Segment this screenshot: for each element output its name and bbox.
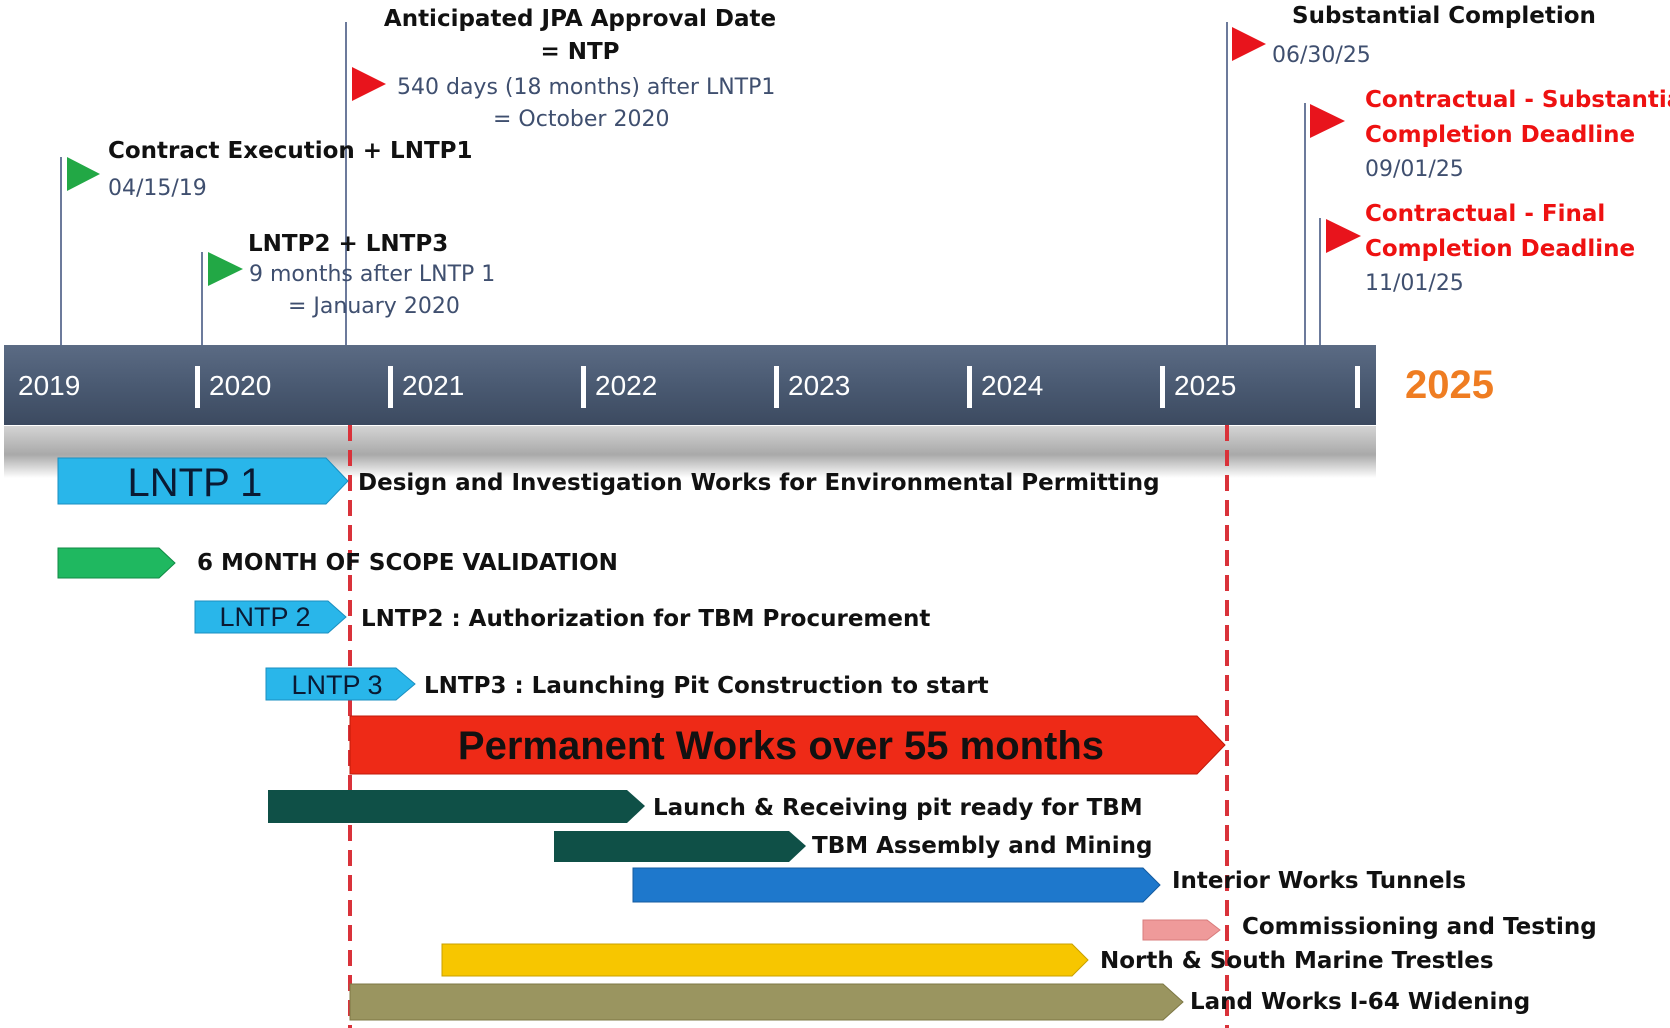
milestone-title: Contractual - Substantial: [1365, 87, 1670, 113]
year-label: 2022: [595, 370, 657, 401]
substantial-flag-icon: [1232, 27, 1266, 61]
milestone-title: Completion Deadline: [1365, 122, 1635, 148]
bar-shape: [349, 983, 1184, 1021]
bar-lntp3: LNTP 3 LNTP3 : Launching Pit Constructio…: [265, 667, 989, 701]
bar-shape: [57, 457, 349, 505]
year-tick: [581, 366, 586, 408]
bar-label: Design and Investigation Works for Envir…: [358, 470, 1160, 496]
bar-tag: LNTP 2: [219, 602, 310, 632]
milestone-subtitle: 540 days (18 months) after LNTP1: [397, 75, 775, 100]
bar-trestles: North & South Marine Trestles: [441, 943, 1494, 977]
bar-interior: Interior Works Tunnels: [632, 867, 1466, 903]
year-axis: 2019 2020 2021 2022 2023 2024 2025 2025: [4, 345, 1494, 478]
bar-shape: [1142, 919, 1221, 941]
bar-shape: [632, 867, 1161, 903]
bar-commissioning: Commissioning and Testing: [1142, 914, 1597, 941]
bar-label: LNTP3 : Launching Pit Construction to st…: [424, 673, 989, 699]
bar-label: LNTP2 : Authorization for TBM Procuremen…: [361, 606, 930, 632]
milestone-flags: [67, 27, 1361, 286]
year-tick: [774, 366, 779, 408]
year-tick: [967, 366, 972, 408]
axis-end-label: 2025: [1405, 363, 1494, 407]
year-tick: [388, 366, 393, 408]
bar-shape: [349, 715, 1226, 775]
milestone-subtitle: 9 months after LNTP 1: [249, 262, 495, 287]
contract-flag-icon: [67, 157, 100, 191]
milestone-title: Substantial Completion: [1292, 3, 1596, 29]
milestone-substantial: Substantial Completion 06/30/25: [1272, 3, 1596, 68]
contract-final-flag-icon: [1326, 219, 1361, 253]
contract-substantial-flag-icon: [1310, 104, 1345, 138]
bar-label: TBM Assembly and Mining: [812, 833, 1152, 859]
bar-land: Land Works I-64 Widening: [349, 983, 1530, 1021]
milestone-contract-final: Contractual - Final Completion Deadline …: [1365, 201, 1635, 296]
ntp-flag-icon: [352, 67, 386, 101]
milestone-contract-substantial: Contractual - Substantial Completion Dea…: [1365, 87, 1670, 182]
milestone-subtitle: 04/15/19: [108, 176, 207, 201]
bar-lntp1: LNTP 1 Design and Investigation Works fo…: [57, 457, 1160, 505]
bar-shape: [57, 547, 176, 579]
bar-launch-pit: Launch & Receiving pit ready for TBM: [268, 790, 1143, 823]
milestone-title: Contract Execution + LNTP1: [108, 138, 473, 164]
activity-bars: LNTP 1 Design and Investigation Works fo…: [57, 457, 1597, 1021]
bar-shape: [265, 667, 416, 701]
bar-label: Launch & Receiving pit ready for TBM: [653, 795, 1143, 821]
milestone-subtitle: 06/30/25: [1272, 43, 1371, 68]
milestone-subtitle: = January 2020: [288, 294, 460, 319]
bar-shape: [268, 790, 645, 823]
lntp23-flag-icon: [208, 252, 243, 286]
bar-label: Commissioning and Testing: [1242, 914, 1597, 940]
milestone-subtitle: 11/01/25: [1365, 271, 1464, 296]
milestone-title: Anticipated JPA Approval Date: [384, 6, 776, 32]
year-ticks: 2019 2020 2021 2022 2023 2024 2025: [18, 366, 1360, 408]
milestone-ntp: Anticipated JPA Approval Date = NTP 540 …: [384, 6, 776, 132]
year-label: 2019: [18, 370, 80, 401]
bar-label: North & South Marine Trestles: [1100, 948, 1494, 974]
year-label: 2024: [981, 370, 1043, 401]
bar-shape: [554, 831, 806, 862]
milestone-subtitle: 09/01/25: [1365, 157, 1464, 182]
year-tick: [195, 366, 200, 408]
year-tick: [1160, 366, 1165, 408]
milestone-title: LNTP2 + LNTP3: [248, 231, 448, 257]
year-tick: [1355, 366, 1360, 408]
bar-tag: LNTP 1: [128, 461, 263, 505]
year-label: 2023: [788, 370, 850, 401]
milestone-contract: Contract Execution + LNTP1 04/15/19: [108, 138, 473, 201]
axis-band: [4, 345, 1376, 425]
bar-scope: 6 MONTH OF SCOPE VALIDATION: [57, 547, 618, 579]
milestone-title: = NTP: [540, 39, 619, 65]
bar-shape: [194, 600, 347, 634]
bar-tag: Permanent Works over 55 months: [458, 724, 1104, 768]
bar-label: Interior Works Tunnels: [1172, 868, 1466, 894]
bar-label: 6 MONTH OF SCOPE VALIDATION: [197, 550, 618, 576]
milestone-title: Contractual - Final: [1365, 201, 1605, 227]
bar-label: Land Works I-64 Widening: [1190, 989, 1530, 1015]
year-label: 2021: [402, 370, 464, 401]
bar-shape: [441, 943, 1089, 977]
bar-lntp2: LNTP 2 LNTP2 : Authorization for TBM Pro…: [194, 600, 930, 634]
year-label: 2020: [209, 370, 271, 401]
bar-tag: LNTP 3: [291, 670, 382, 700]
milestone-lntp23: LNTP2 + LNTP3 9 months after LNTP 1 = Ja…: [248, 231, 495, 319]
bar-permanent: Permanent Works over 55 months: [349, 715, 1226, 775]
milestone-title: Completion Deadline: [1365, 236, 1635, 262]
milestone-subtitle: = October 2020: [493, 107, 669, 132]
bar-tbm: TBM Assembly and Mining: [554, 831, 1152, 862]
year-label: 2025: [1174, 370, 1236, 401]
